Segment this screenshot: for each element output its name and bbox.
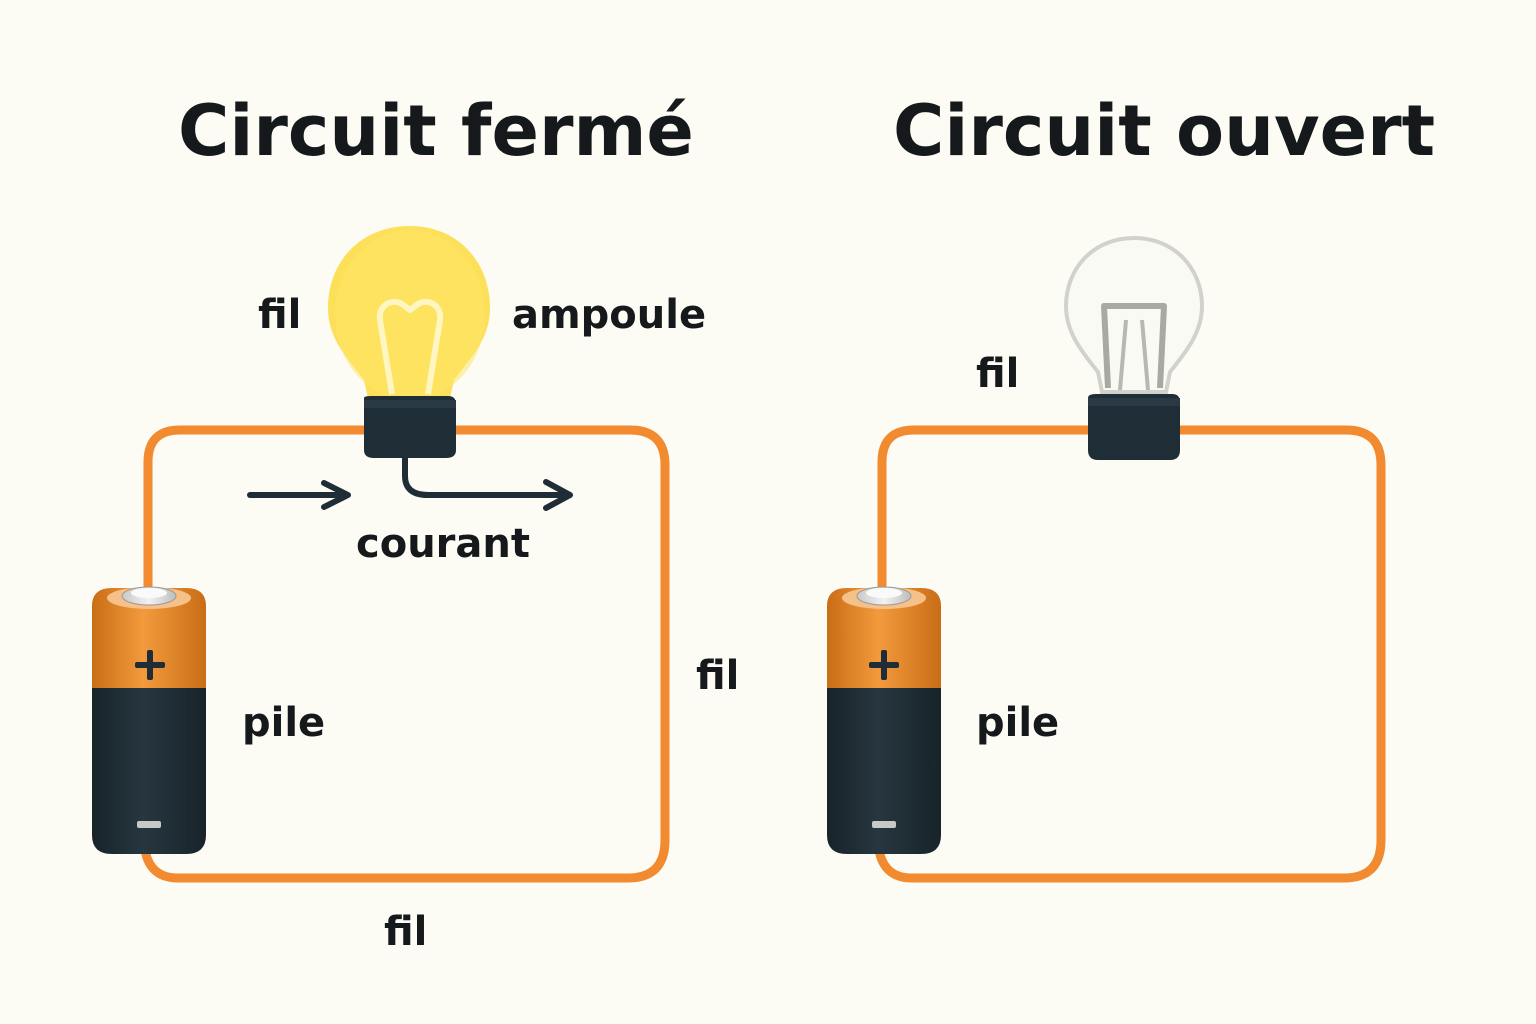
open-circuit	[827, 235, 1386, 883]
open-battery	[827, 586, 941, 854]
closed-wire	[140, 425, 670, 883]
open-circuit-title: Circuit ouvert	[893, 90, 1436, 172]
closed-battery	[92, 586, 206, 854]
current-arrows	[247, 455, 573, 511]
label-battery: pile	[242, 700, 326, 746]
closed-circuit	[92, 226, 670, 883]
unlit-bulb-icon	[1063, 235, 1205, 460]
label-current: courant	[356, 521, 530, 567]
label-wire-top: fil	[258, 292, 302, 338]
label-wire-right: fil	[696, 653, 740, 699]
label-bulb: ampoule	[512, 292, 707, 338]
lit-bulb-icon	[328, 226, 490, 458]
battery-minus-icon	[872, 821, 896, 828]
label-wire-bottom: fil	[384, 909, 428, 955]
battery-minus-icon	[137, 821, 161, 828]
closed-circuit-title: Circuit fermé	[178, 90, 694, 172]
open-wire	[874, 425, 1386, 883]
label-battery-open: pile	[976, 700, 1060, 746]
current-arrow-right	[402, 455, 569, 498]
label-wire-top-open: fil	[976, 351, 1020, 397]
